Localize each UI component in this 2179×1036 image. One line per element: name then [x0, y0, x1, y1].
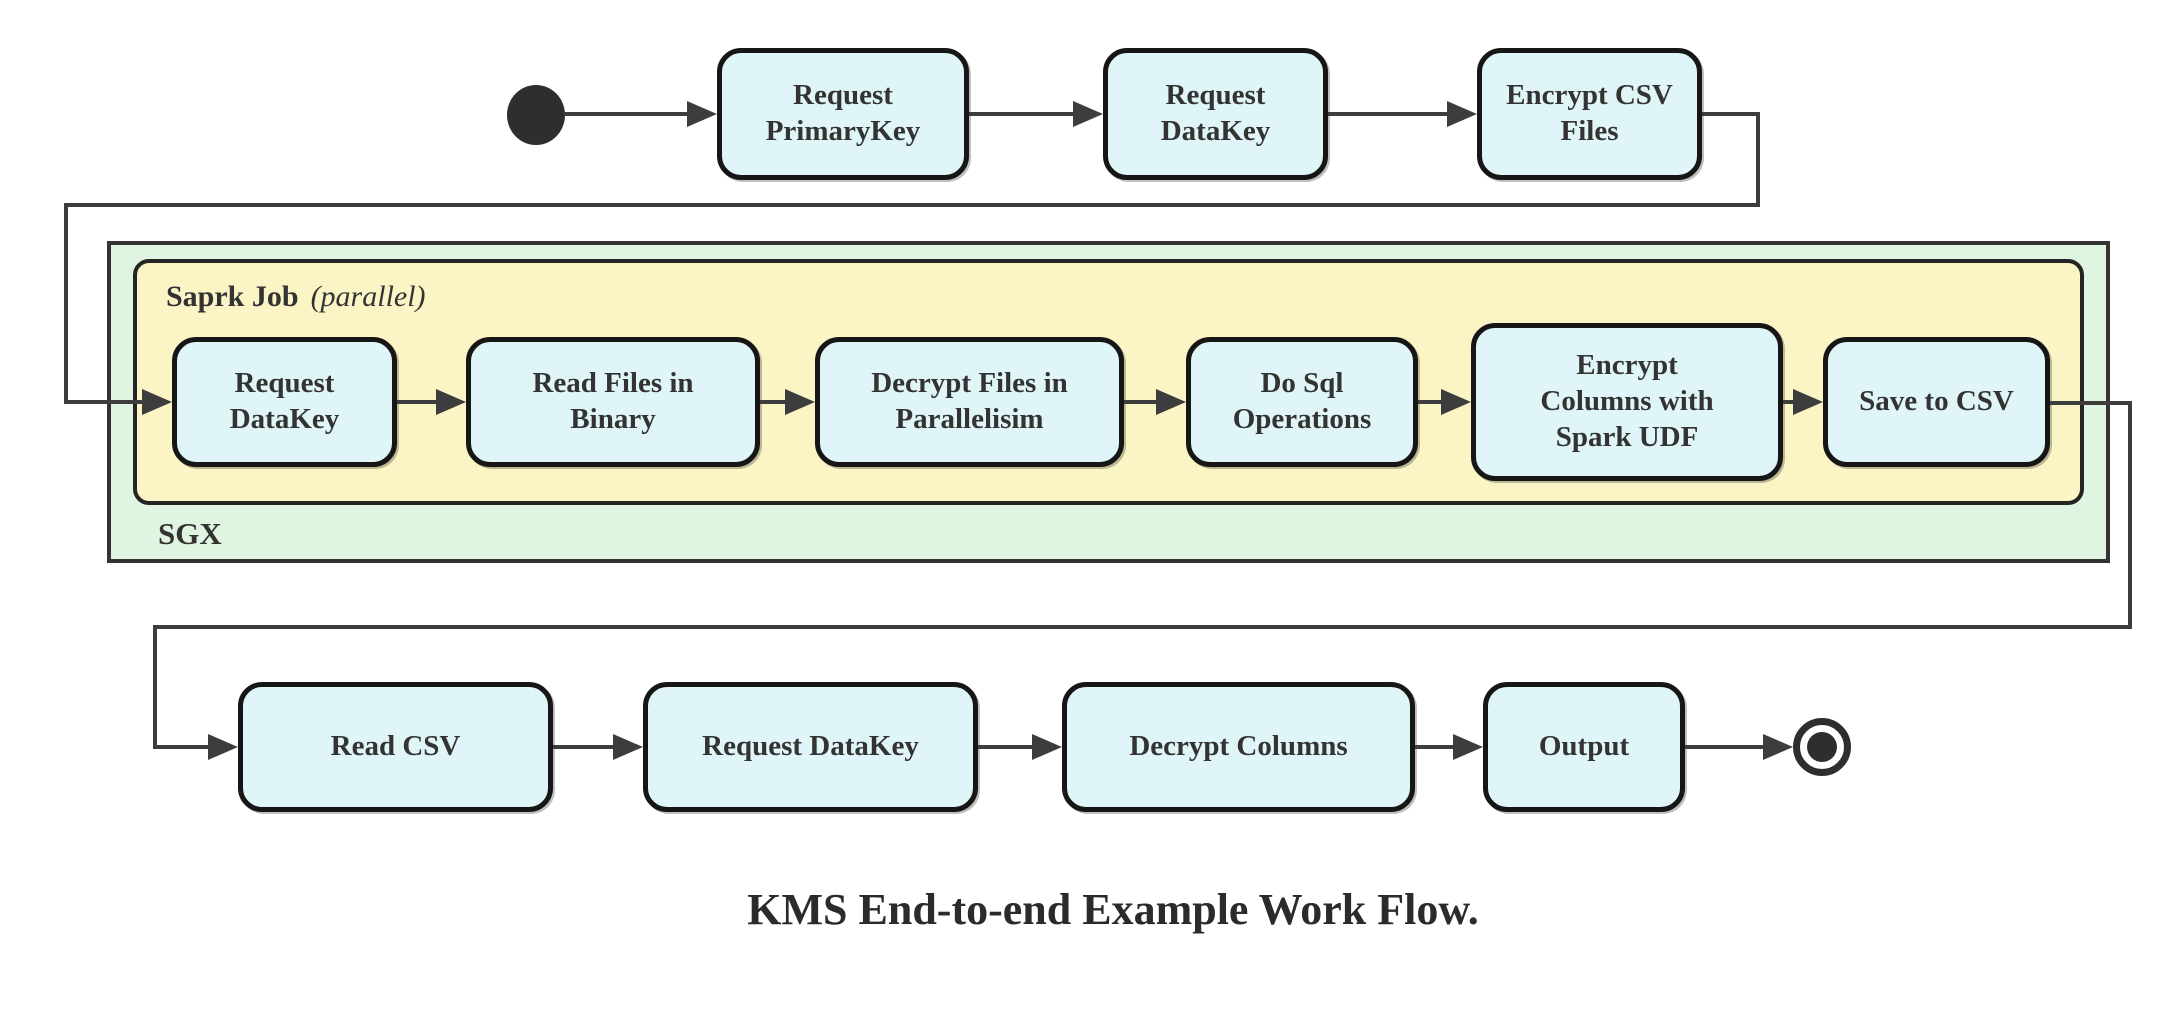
edge-datakey-to-decryptcolumns: [978, 745, 1034, 749]
node-do-sql-operations: Do Sql Operations: [1186, 337, 1418, 467]
edge-decryptfiles-to-dosql: [1124, 400, 1158, 404]
arrowhead-icon: [1763, 734, 1793, 760]
spark-job-qualifier: (parallel): [310, 280, 426, 313]
node-read-csv: Read CSV: [238, 682, 553, 812]
node-save-to-csv: Save to CSV: [1823, 337, 2050, 467]
edge-readcsv-to-datakey: [553, 745, 615, 749]
edge-decryptcolumns-to-output: [1415, 745, 1455, 749]
node-read-files-in-binary: Read Files in Binary: [466, 337, 760, 467]
edge-output-to-end: [1685, 745, 1765, 749]
edge-into-sgx: [64, 400, 144, 404]
arrowhead-icon: [436, 389, 466, 415]
arrowhead-icon: [687, 101, 717, 127]
arrowhead-icon: [142, 389, 172, 415]
arrowhead-icon: [1447, 101, 1477, 127]
edge-save-exit: [2050, 401, 2132, 405]
edge-readfiles-to-decryptfiles: [760, 400, 787, 404]
edge-wrap-line-bottom: [153, 625, 2132, 629]
edge-encrypt-csv-exit: [1702, 112, 1760, 116]
spark-job-label: Saprk Job (parallel): [166, 280, 426, 314]
arrowhead-icon: [1441, 389, 1471, 415]
edge-wrap-drop-left-bottom: [153, 625, 157, 749]
edge-datakey-to-encrypt-csv: [1328, 112, 1449, 116]
node-decrypt-columns: Decrypt Columns: [1062, 682, 1415, 812]
edge-save-down-right: [2128, 401, 2132, 629]
start-state-icon: [507, 85, 565, 145]
arrowhead-icon: [1032, 734, 1062, 760]
edge-wrap-line-top: [64, 203, 1760, 207]
node-output: Output: [1483, 682, 1685, 812]
node-encrypt-columns-with-spark-udf: Encrypt Columns with Spark UDF: [1471, 323, 1783, 481]
arrowhead-icon: [613, 734, 643, 760]
node-request-datakey-bottom: Request DataKey: [643, 682, 978, 812]
arrowhead-icon: [785, 389, 815, 415]
edge-datakey-to-readfiles: [397, 400, 438, 404]
sgx-label: SGX: [158, 516, 222, 551]
edge-encrypt-csv-down: [1756, 112, 1760, 207]
edge-into-readcsv: [153, 745, 210, 749]
arrowhead-icon: [1793, 389, 1823, 415]
edge-dosql-to-encryptcolumns: [1418, 400, 1443, 404]
node-request-primarykey: Request PrimaryKey: [717, 48, 969, 180]
edge-wrap-drop-left: [64, 203, 68, 404]
arrowhead-icon: [208, 734, 238, 760]
node-decrypt-files-in-parallelism: Decrypt Files in Parallelisim: [815, 337, 1124, 467]
spark-job-title: Saprk Job: [166, 280, 299, 313]
edge-start-to-request-primarykey: [565, 112, 689, 116]
node-request-datakey-sgx: Request DataKey: [172, 337, 397, 467]
arrowhead-icon: [1453, 734, 1483, 760]
edge-primarykey-to-datakey: [969, 112, 1075, 116]
arrowhead-icon: [1156, 389, 1186, 415]
node-request-datakey-top: Request DataKey: [1103, 48, 1328, 180]
node-encrypt-csv-files: Encrypt CSV Files: [1477, 48, 1702, 180]
diagram-caption: KMS End-to-end Example Work Flow.: [747, 885, 1479, 934]
arrowhead-icon: [1073, 101, 1103, 127]
end-state-inner-dot: [1807, 732, 1837, 762]
edge-encryptcolumns-to-save: [1783, 400, 1795, 404]
